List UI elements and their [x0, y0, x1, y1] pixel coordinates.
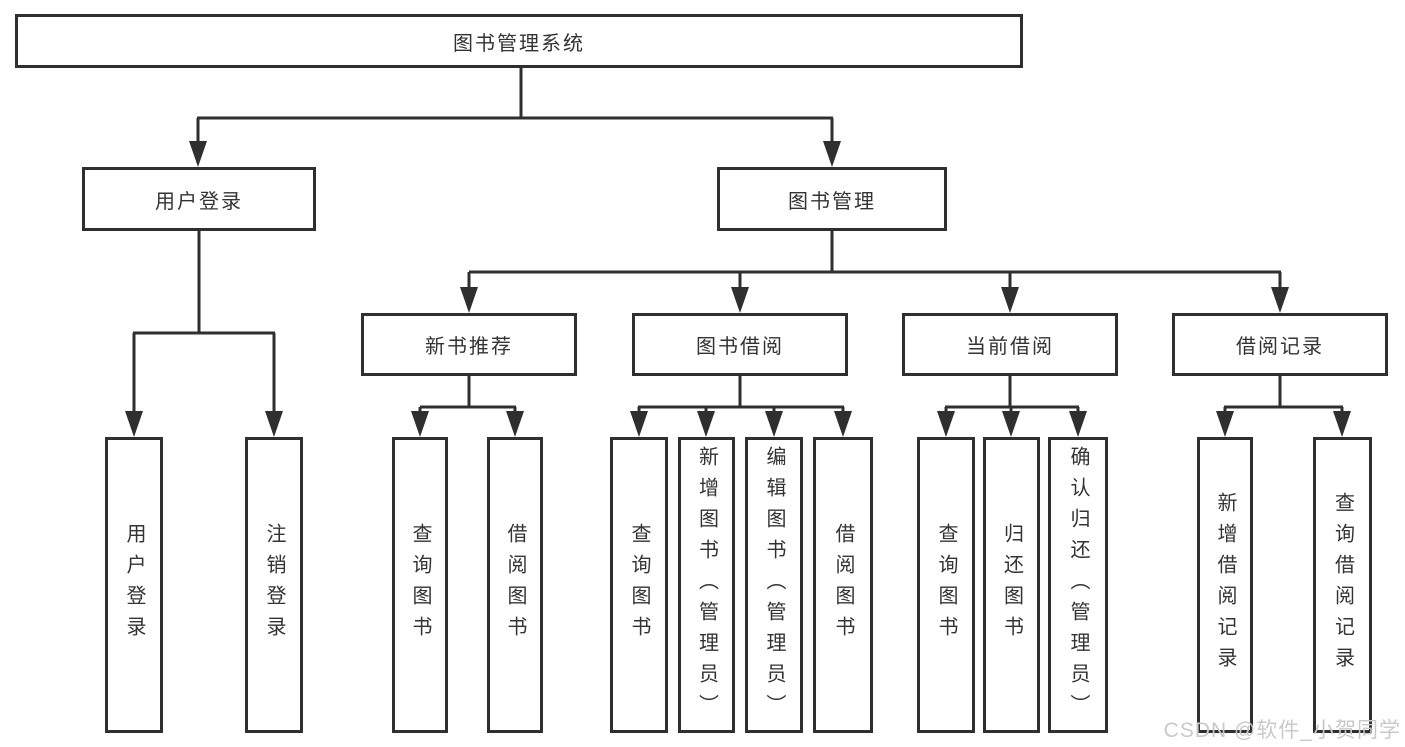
leaf-query-borrow-record: 查询借阅记录: [1313, 437, 1372, 733]
leaf-query-books-3: 查询图书: [917, 437, 975, 733]
leaf-logout-label: 注销登录: [263, 523, 285, 647]
leaf-user-login-label: 用户登录: [123, 523, 145, 647]
leaf-add-borrow-record-label: 新增借阅记录: [1214, 492, 1236, 678]
leaf-borrow-books-1-label: 借阅图书: [504, 523, 526, 647]
node-borrow-records-label: 借阅记录: [1236, 336, 1324, 358]
leaf-query-books-3-label: 查询图书: [935, 523, 957, 647]
node-book-management: 图书管理: [717, 167, 947, 231]
leaf-confirm-return-admin-label: 确认归还（管理员）: [1067, 445, 1089, 725]
leaf-confirm-return-admin: 确认归还（管理员）: [1048, 437, 1108, 733]
leaf-return-book-label: 归还图书: [1000, 523, 1023, 647]
leaf-query-books-1-label: 查询图书: [409, 523, 431, 647]
node-root: 图书管理系统: [15, 14, 1023, 68]
leaf-query-books-2-label: 查询图书: [628, 523, 650, 647]
node-new-book-recommend: 新书推荐: [361, 313, 577, 376]
node-user-login: 用户登录: [82, 167, 316, 231]
node-user-login-label: 用户登录: [155, 190, 243, 213]
leaf-borrow-books-2: 借阅图书: [813, 437, 873, 733]
leaf-query-books-1: 查询图书: [392, 437, 448, 733]
csdn-watermark: CSDN @软件_小贺同学: [1163, 719, 1401, 742]
node-new-book-recommend-label: 新书推荐: [425, 336, 513, 358]
node-book-borrow: 图书借阅: [632, 313, 848, 376]
leaf-query-borrow-record-label: 查询借阅记录: [1331, 492, 1354, 678]
node-book-borrow-label: 图书借阅: [696, 336, 784, 358]
leaf-query-books-2: 查询图书: [610, 437, 668, 733]
node-current-borrow-label: 当前借阅: [966, 336, 1054, 358]
leaf-add-borrow-record: 新增借阅记录: [1197, 437, 1253, 733]
leaf-return-book: 归还图书: [983, 437, 1040, 733]
leaf-borrow-books-1: 借阅图书: [487, 437, 543, 733]
leaf-edit-book-admin: 编辑图书（管理员）: [745, 437, 803, 733]
node-book-management-label: 图书管理: [788, 190, 876, 213]
node-current-borrow: 当前借阅: [902, 313, 1118, 376]
leaf-add-book-admin: 新增图书（管理员）: [678, 437, 735, 733]
node-borrow-records: 借阅记录: [1172, 313, 1388, 376]
leaf-logout: 注销登录: [245, 437, 303, 733]
node-root-label: 图书管理系统: [453, 32, 585, 55]
leaf-add-book-admin-label: 新增图书（管理员）: [695, 445, 718, 725]
leaf-borrow-books-2-label: 借阅图书: [832, 523, 854, 647]
leaf-user-login: 用户登录: [105, 437, 163, 733]
leaf-edit-book-admin-label: 编辑图书（管理员）: [763, 445, 785, 725]
